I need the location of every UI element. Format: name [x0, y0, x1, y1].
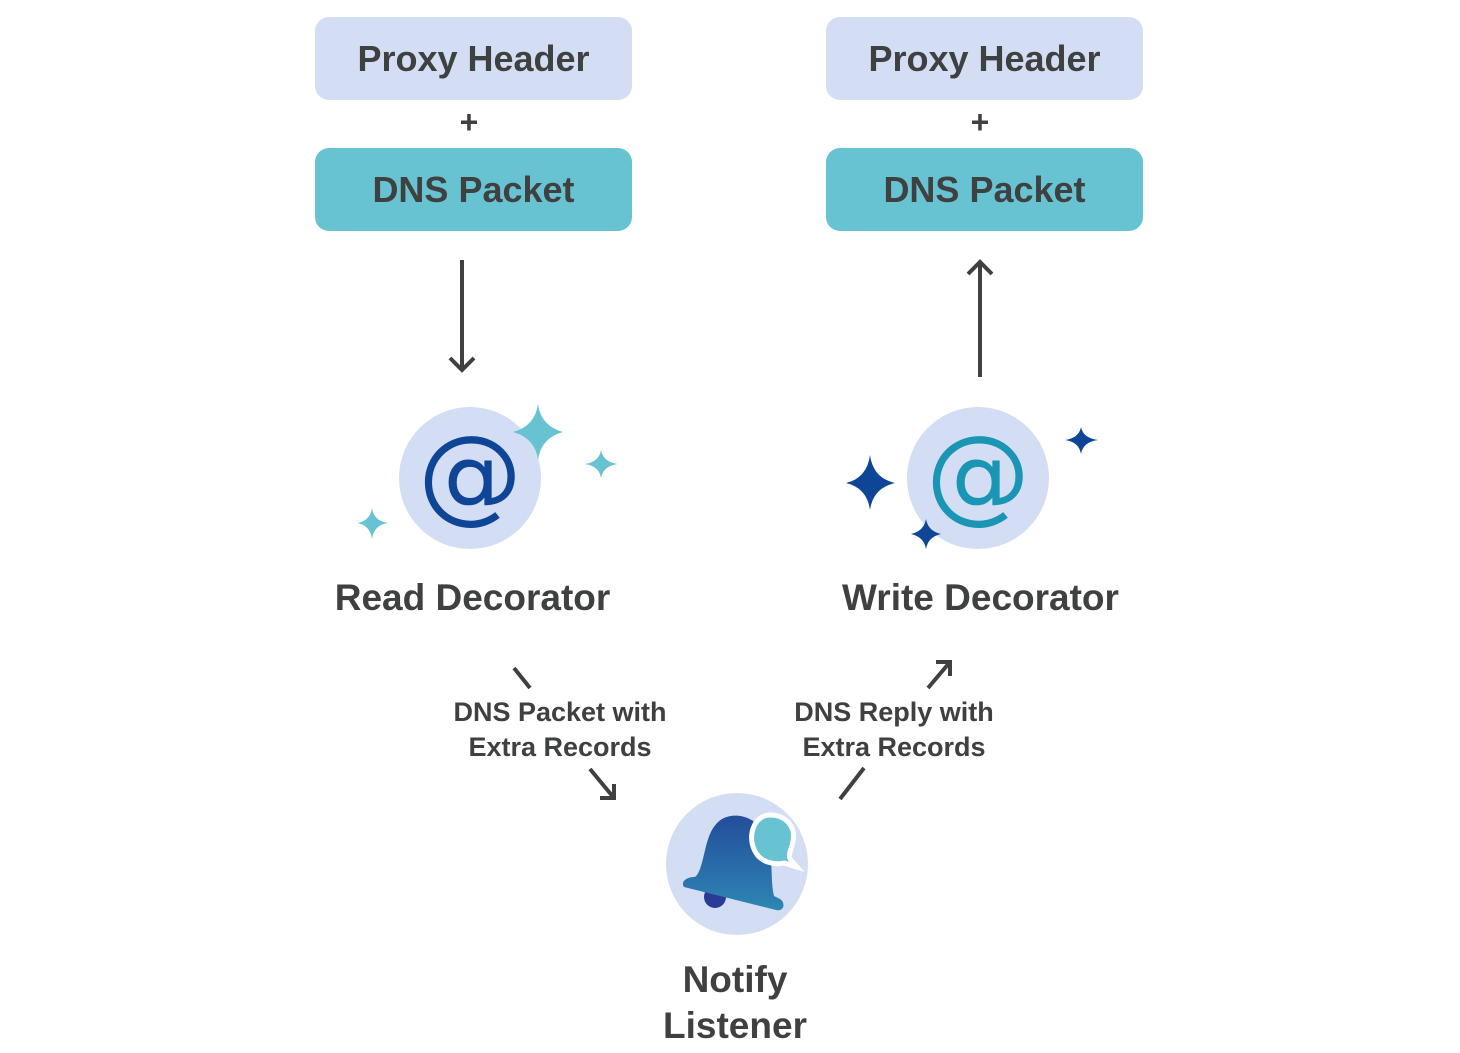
right-proxy-header-box: Proxy Header — [826, 17, 1143, 100]
arrow-down-to-read-decorator — [448, 260, 476, 373]
right-dns-packet-box: DNS Packet — [826, 148, 1143, 231]
left-proxy-header-box: Proxy Header — [315, 17, 632, 100]
sparkle-icon — [846, 455, 895, 510]
sparkle-icon — [585, 450, 618, 478]
read-to-notify-edge-label: DNS Packet with Extra Records — [420, 695, 700, 765]
right-dns-packet-label: DNS Packet — [883, 168, 1086, 210]
chat-bubble — [749, 812, 805, 872]
read-at-sign-icon: @ — [418, 413, 522, 535]
write-decorator-circle: @ — [907, 407, 1049, 549]
write-decorator-label: Write Decorator — [842, 577, 1119, 618]
sparkle-icon — [357, 508, 388, 539]
notify-listener-circle — [666, 793, 808, 935]
right-plus-sign: + — [970, 104, 990, 140]
left-plus-sign: + — [459, 104, 479, 140]
bell-with-chat-bubble-icon — [682, 812, 805, 911]
notify-listener-label-line2: Listener — [663, 1005, 807, 1046]
left-dns-packet-box: DNS Packet — [315, 148, 632, 231]
notify-to-write-edge-label-line2: Extra Records — [802, 732, 986, 762]
read-decorator-label: Read Decorator — [334, 577, 611, 618]
notify-to-write-edge-label: DNS Reply with Extra Records — [754, 695, 1034, 765]
sparkle-icon — [1065, 427, 1098, 454]
left-proxy-header-label: Proxy Header — [357, 37, 590, 79]
arrow-up-to-right-packet — [966, 259, 994, 377]
notify-listener-label: Notify Listener — [600, 957, 870, 1049]
write-at-sign-icon: @ — [926, 413, 1030, 535]
notify-listener-label-line1: Notify — [682, 959, 788, 1000]
read-to-notify-edge-label-line1: DNS Packet with — [453, 697, 667, 727]
left-dns-packet-label: DNS Packet — [372, 168, 575, 210]
notify-to-write-edge-label-line1: DNS Reply with — [794, 697, 994, 727]
right-proxy-header-label: Proxy Header — [868, 37, 1101, 79]
read-decorator-circle: @ — [399, 407, 541, 549]
read-to-notify-edge-label-line2: Extra Records — [468, 732, 652, 762]
